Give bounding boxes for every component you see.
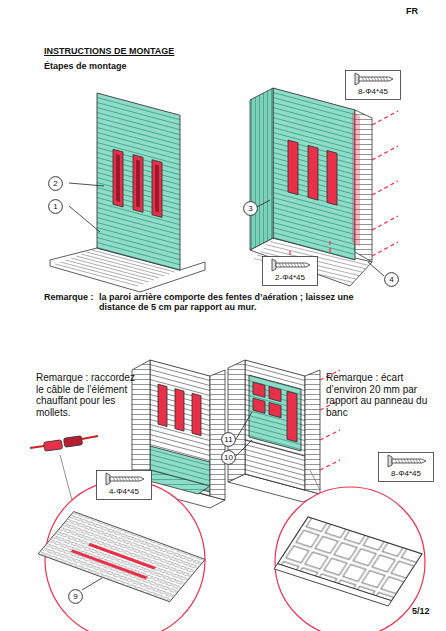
page-title: INSTRUCTIONS DE MONTAGE — [44, 46, 174, 56]
callout-number: 9 — [68, 593, 83, 601]
callout-number: 11 — [221, 432, 236, 447]
callout-number: 10 — [221, 454, 236, 462]
callout-number: 4 — [384, 272, 399, 287]
screw-spec: 2-Φ4*45 — [262, 274, 318, 282]
note-heading: Remarque : — [44, 292, 94, 302]
screw-spec: 4-Φ4*45 — [96, 488, 152, 496]
note-text: Remarque : écart d’environ 20 mm par rap… — [326, 372, 440, 418]
callout-number: 1 — [48, 203, 63, 211]
callout-number: 9 — [68, 589, 83, 604]
screw-spec: 8-Φ4*45 — [378, 470, 434, 478]
callout-number: 2 — [48, 176, 63, 191]
callout-number: 4 — [384, 276, 399, 284]
note-text: la paroi arrière comporte des fentes d’a… — [99, 292, 361, 313]
screw-spec-box: 8-Φ4*45 — [345, 70, 401, 100]
language-tag: FR — [406, 6, 418, 16]
screw-spec: 8-Φ4*45 — [345, 88, 401, 96]
section-heading: Étapes de montage — [44, 61, 127, 71]
page-number: 5/12 — [412, 606, 430, 616]
screw-spec-box: 2-Φ4*45 — [262, 256, 318, 286]
callout-number: 11 — [221, 436, 236, 444]
screw-spec-box: 4-Φ4*45 — [96, 470, 152, 500]
note-text: Remarque : raccordez le câble de l’éléme… — [36, 372, 140, 418]
callout-number: 3 — [243, 205, 258, 213]
callout-number: 1 — [48, 199, 63, 214]
screw-spec-box: 8-Φ4*45 — [378, 452, 434, 482]
callout-number: 10 — [221, 450, 236, 465]
callout-number: 2 — [48, 180, 63, 188]
callout-number: 3 — [243, 201, 258, 216]
